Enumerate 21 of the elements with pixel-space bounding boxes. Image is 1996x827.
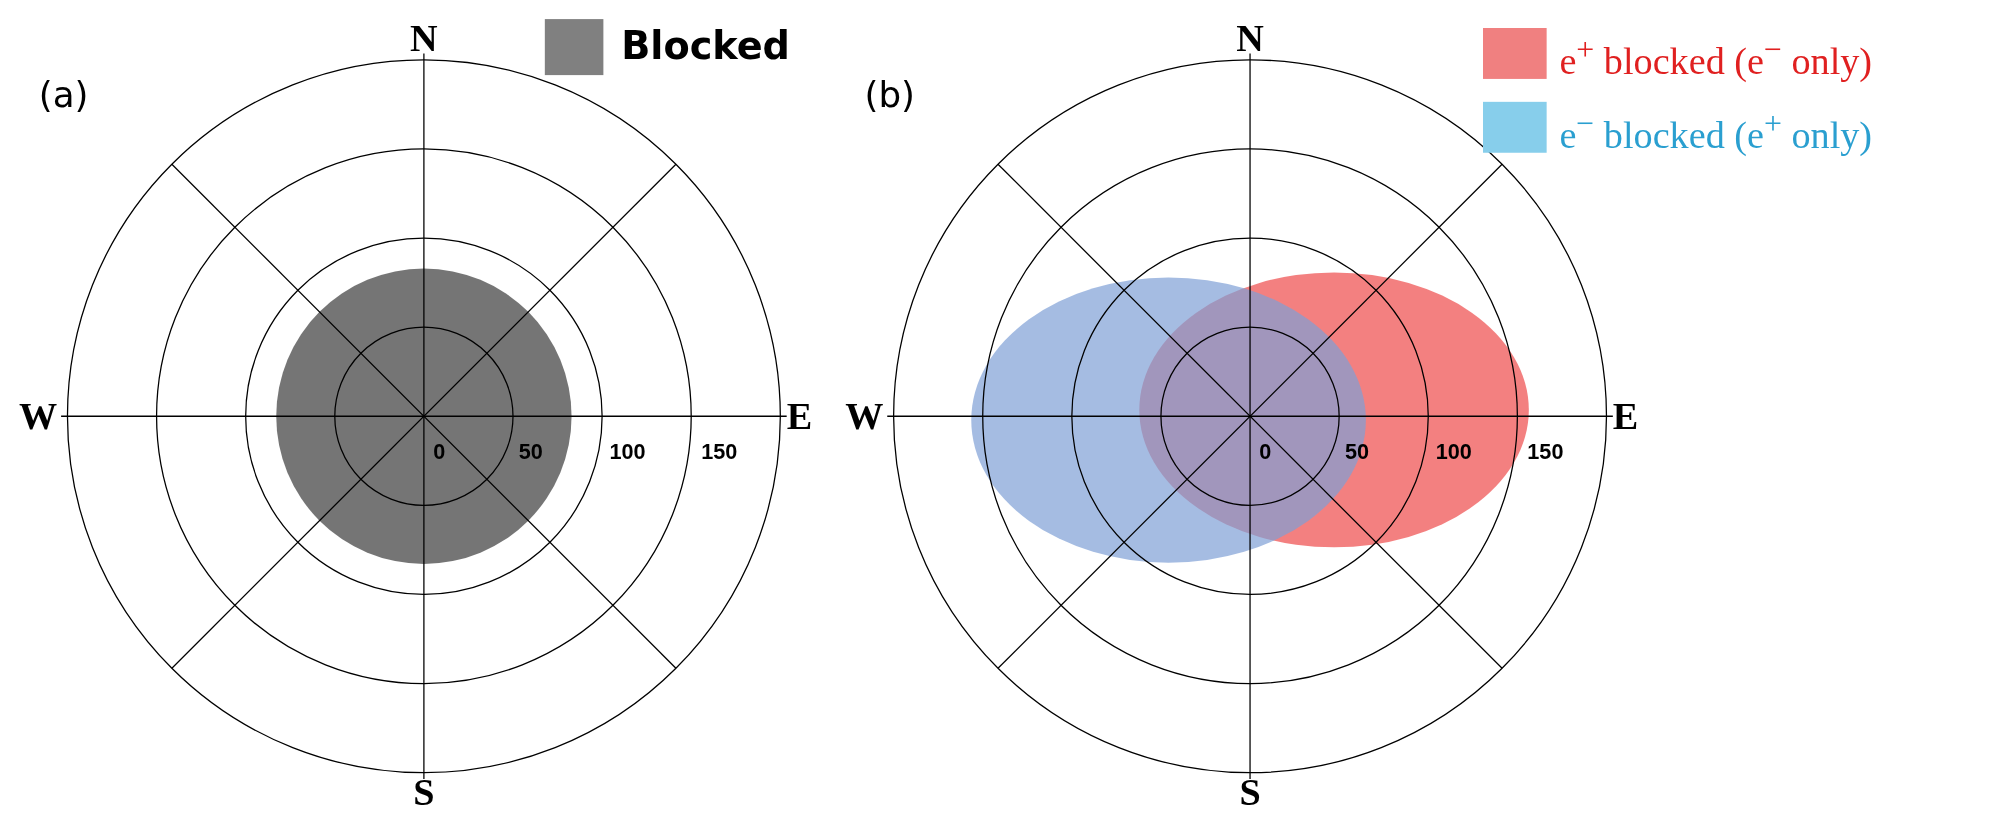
- legend-label: e$^{−}$ blocked (e$^{+}$ only): [1559, 106, 1873, 155]
- tick-label: 50: [518, 441, 543, 463]
- legend-label: Blocked: [621, 26, 790, 65]
- tick-label: 100: [1435, 441, 1472, 463]
- tick-label: 0: [433, 441, 446, 463]
- tick-label: 150: [701, 441, 738, 463]
- compass-label: E: [786, 397, 813, 436]
- compass-label: W: [845, 397, 884, 436]
- tick-label: 50: [1344, 441, 1369, 463]
- compass-label: N: [1236, 19, 1264, 58]
- panel-label: (a): [38, 77, 89, 114]
- compass-label: N: [410, 19, 438, 58]
- tick-label: 100: [609, 441, 646, 463]
- tick-label: 150: [1527, 441, 1564, 463]
- compass-label: S: [413, 772, 435, 811]
- compass-label: E: [1612, 397, 1639, 436]
- legend-label: e$^{+}$ blocked (e$^{−}$ only): [1559, 33, 1873, 81]
- compass-label: W: [19, 397, 58, 436]
- panel-label: (b): [864, 77, 915, 114]
- tick-label: 0: [1259, 441, 1272, 463]
- compass-label: S: [1239, 772, 1261, 811]
